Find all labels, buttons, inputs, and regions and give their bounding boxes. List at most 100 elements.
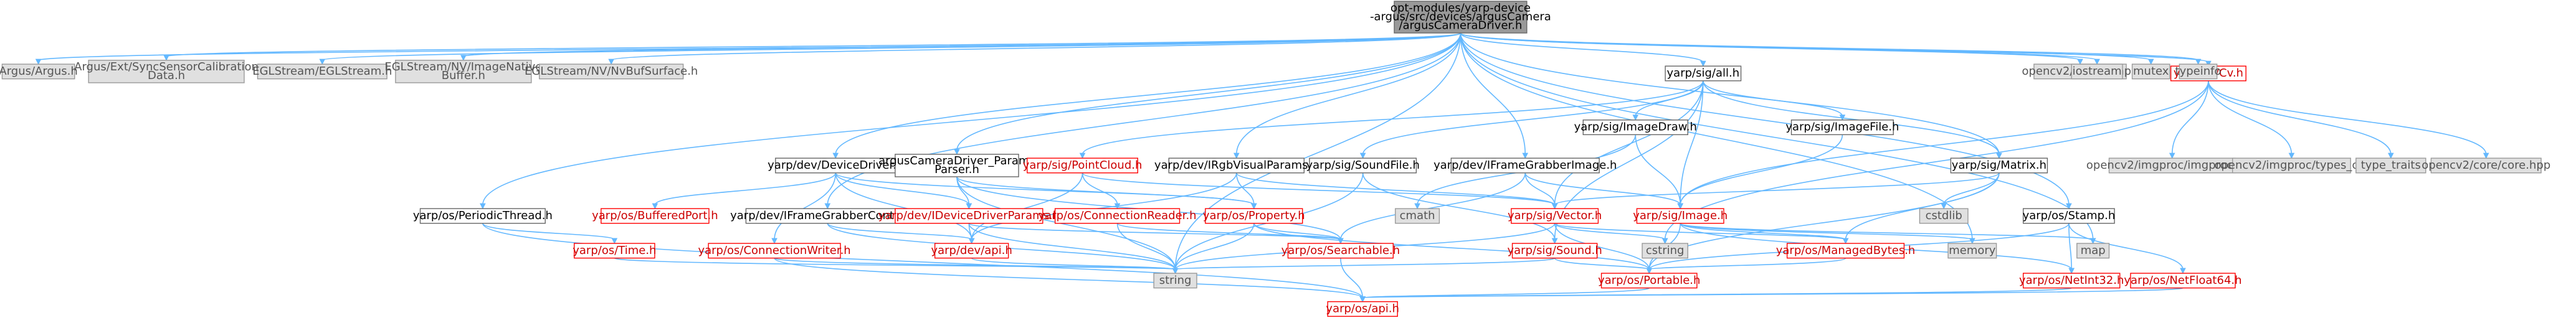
edge-periodic-to-time xyxy=(482,223,615,240)
node-root[interactable]: opt-modules/yarp-device-argus/src/device… xyxy=(1370,1,1551,34)
node-netfloat64[interactable]: yarp/os/NetFloat64.h xyxy=(2124,273,2242,289)
node-connwriter[interactable]: yarp/os/ConnectionWriter.h xyxy=(698,243,851,259)
node-bufferedport[interactable]: yarp/os/BufferedPort.h xyxy=(592,208,718,224)
node-stamp[interactable]: yarp/os/Stamp.h xyxy=(2023,208,2116,224)
node-soundfile[interactable]: yarp/sig/SoundFile.h xyxy=(1306,157,1420,174)
edge-property-to-searchable xyxy=(1253,223,1341,240)
node-devapi[interactable]: yarp/dev/api.h xyxy=(931,243,1012,259)
node-label-argusext: Data.h xyxy=(148,69,185,82)
node-rgbvisual[interactable]: yarp/dev/IRgbVisualParams.h xyxy=(1154,157,1319,174)
arrowhead-framegrabimg-to-vector xyxy=(1551,203,1558,210)
node-box-typetraits xyxy=(2355,157,2426,174)
node-label-eglstream: EGLStream/EGLStream.h xyxy=(252,65,392,78)
node-osapi[interactable]: yarp/os/api.h xyxy=(1326,301,1399,317)
node-searchable[interactable]: yarp/os/Searchable.h xyxy=(1281,243,1400,259)
node-sigall[interactable]: yarp/sig/all.h xyxy=(1665,65,1742,82)
edge-cvcv-to-imgproc xyxy=(2171,80,2209,155)
arrowhead-root-to-framegrabimg xyxy=(1522,152,1529,159)
node-label-devdriver: yarp/dev/DeviceDriver.h xyxy=(768,159,903,172)
node-sound[interactable]: yarp/sig/Sound.h xyxy=(1508,243,1602,259)
arrowhead-netfloat64-to-osapi xyxy=(1359,296,1366,303)
arrowhead-devapi-to-string xyxy=(1172,268,1179,274)
node-pointcloud[interactable]: yarp/sig/PointCloud.h xyxy=(1023,157,1143,174)
node-iostream: iostream xyxy=(2071,63,2123,80)
arrowhead-cvcv-to-corehpp xyxy=(2483,152,2489,159)
node-box-connreader xyxy=(1054,208,1181,224)
node-image[interactable]: yarp/sig/Image.h xyxy=(1633,208,1728,224)
edge-root-to-memory xyxy=(1460,32,1973,240)
node-label-rgbvisual: yarp/dev/IRgbVisualParams.h xyxy=(1154,159,1319,172)
arrowhead-root-to-sigall xyxy=(1700,60,1706,67)
node-label-devapi: yarp/dev/api.h xyxy=(931,244,1012,257)
edge-searchable-to-osapi xyxy=(1340,258,1364,298)
node-label-argus: Argus/Argus.h xyxy=(0,65,78,78)
node-framegrabimg[interactable]: yarp/dev/IFrameGrabberImage.h xyxy=(1433,157,1617,174)
node-box-matrix xyxy=(1950,157,2048,174)
node-label-typetraits: type_traits xyxy=(2361,159,2421,172)
arrowhead-root-to-mutex xyxy=(2147,59,2154,65)
edge-cvcv-to-image xyxy=(1680,80,2209,205)
edge-sigall-to-pointcloud xyxy=(1081,80,1704,155)
node-periodic[interactable]: yarp/os/PeriodicThread.h xyxy=(413,208,553,224)
node-box-iostream xyxy=(2071,63,2123,80)
node-managedbytes[interactable]: yarp/os/ManagedBytes.h xyxy=(1776,243,1916,259)
edge-root-to-eglnvbuf xyxy=(611,32,1461,61)
edge-pointcloud-to-connreader xyxy=(1081,172,1118,205)
edge-vector-to-cstring xyxy=(1554,223,1666,240)
node-devdriverparams[interactable]: yarp/dev/IDeviceDriverParams.h xyxy=(878,208,1060,224)
node-label-imagedraw: yarp/sig/ImageDraw.h xyxy=(1574,121,1697,134)
node-label-connreader: yarp/os/ConnectionReader.h xyxy=(1038,209,1197,222)
node-label-devdriverparams: yarp/dev/IDeviceDriverParams.h xyxy=(878,209,1060,222)
node-box-osapi xyxy=(1327,301,1398,317)
node-box-map xyxy=(2076,243,2110,259)
node-label-fgcontrols: yarp/dev/IFrameGrabberControls.h xyxy=(730,209,924,222)
node-label-string: string xyxy=(1159,274,1192,287)
node-box-corehpp xyxy=(2430,157,2542,174)
node-vector[interactable]: yarp/sig/Vector.h xyxy=(1508,208,1602,224)
node-imagefile[interactable]: yarp/sig/ImageFile.h xyxy=(1785,120,1899,136)
edge-sigall-to-matrix xyxy=(1703,80,2000,155)
edge-root-to-framegrabimg xyxy=(1460,32,1526,155)
node-label-sound: yarp/sig/Sound.h xyxy=(1508,244,1602,257)
arrowhead-argusparams-to-devdriverparams xyxy=(966,203,972,210)
edge-root-to-rgbvisual xyxy=(1236,32,1461,155)
arrowhead-root-to-argusext xyxy=(163,55,169,61)
node-corehpp: opencv2/core/core.hpp xyxy=(2422,157,2550,174)
node-box-memory xyxy=(1947,243,1997,259)
node-cstdlib: cstdlib xyxy=(1919,208,1969,224)
node-imagedraw[interactable]: yarp/sig/ImageDraw.h xyxy=(1574,120,1697,136)
node-box-argus xyxy=(1,63,75,80)
node-box-sigall xyxy=(1665,65,1742,82)
nodes-layer: opt-modules/yarp-device-argus/src/device… xyxy=(0,1,2550,317)
node-property[interactable]: yarp/os/Property.h xyxy=(1203,208,1305,224)
edge-framegrabimg-to-vector xyxy=(1524,172,1556,205)
arrowhead-root-to-argus xyxy=(35,59,42,65)
node-label-sigall: yarp/sig/all.h xyxy=(1667,67,1740,80)
node-portable[interactable]: yarp/os/Portable.h xyxy=(1598,273,1700,289)
edge-rgbvisual-to-property xyxy=(1236,172,1255,205)
node-fgcontrols[interactable]: yarp/dev/IFrameGrabberControls.h xyxy=(730,208,925,224)
arrowhead-periodic-to-time xyxy=(611,238,618,245)
node-eglnvbuf: EGLStream/NV/NvBufSurface.h xyxy=(525,63,698,80)
edge-soundfile-to-sound xyxy=(1362,172,1556,240)
node-netint32[interactable]: yarp/os/NetInt32.h xyxy=(2019,273,2124,289)
node-label-eglnvimg: Buffer.h xyxy=(442,69,485,82)
node-box-string xyxy=(1153,273,1197,289)
node-time[interactable]: yarp/os/Time.h xyxy=(573,243,656,259)
edge-pointcloud-to-vector xyxy=(1081,172,1556,205)
node-label-typeinfo: typeinfo xyxy=(2175,65,2222,78)
node-matrix[interactable]: yarp/sig/Matrix.h xyxy=(1950,157,2048,174)
edge-netfloat64-to-osapi xyxy=(1362,287,2184,299)
arrowhead-image-to-managedbytes xyxy=(1842,238,1849,245)
node-label-root: -argus/src/devices/argusCamera xyxy=(1370,11,1551,24)
arrowhead-cvcv-to-typetraits xyxy=(2387,152,2394,159)
edge-devdriver-to-devdriverparams xyxy=(835,172,970,205)
arrowhead-root-to-typeinfo xyxy=(2195,59,2202,65)
node-label-connwriter: yarp/os/ConnectionWriter.h xyxy=(698,244,850,257)
arrowhead-soundfile-to-sound xyxy=(1551,238,1558,245)
node-box-argusparams xyxy=(895,154,1019,177)
node-box-sound xyxy=(1511,243,1598,259)
node-connreader[interactable]: yarp/os/ConnectionReader.h xyxy=(1038,208,1197,224)
node-box-eglnvimg xyxy=(395,60,532,83)
